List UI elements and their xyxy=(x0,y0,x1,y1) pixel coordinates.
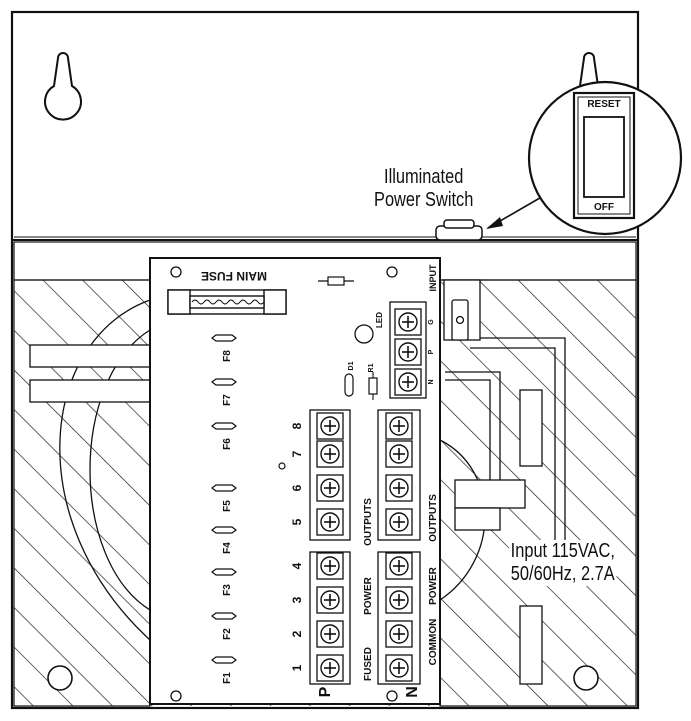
switch-terminal-tab xyxy=(443,279,481,341)
position-label: 8 xyxy=(290,422,304,429)
switch-magnifier: RESET OFF xyxy=(527,80,683,236)
common-output-label: COMMON xyxy=(428,619,439,666)
fuse-label: F4 xyxy=(222,542,233,554)
position-label: 7 xyxy=(290,450,304,457)
fuse-label: F8 xyxy=(222,350,233,362)
fused-output-terminal-8[interactable] xyxy=(316,412,344,440)
switch-callout: Illuminated Power Switch xyxy=(374,166,473,212)
fused-output-terminal-2[interactable] xyxy=(316,620,344,648)
common-terminal-block: COMMON POWER OUTPUTS xyxy=(377,409,439,685)
common-output-terminal-2[interactable] xyxy=(385,620,413,648)
fuse-label: F3 xyxy=(222,584,233,596)
mount-hole-icon xyxy=(47,665,73,691)
common-output-label: OUTPUTS xyxy=(428,494,439,542)
main-fuse-label: MAIN FUSE xyxy=(201,269,267,283)
input-terminal-label: P xyxy=(428,349,435,354)
fused-output-terminal-4[interactable] xyxy=(316,552,344,580)
board-hole-icon xyxy=(170,266,182,278)
pc-board: MAIN FUSE INPUT LED D1 R1 G P N F1 F2 F3 F4 F5… xyxy=(149,257,441,705)
input-terminal-label: G xyxy=(428,319,435,325)
diode-icon xyxy=(344,373,354,397)
fused-output-terminal-6[interactable] xyxy=(316,474,344,502)
arrowhead-icon xyxy=(486,217,503,229)
input-terminal-p[interactable] xyxy=(394,338,422,366)
fuse-f1[interactable] xyxy=(211,656,237,664)
fuse-f3[interactable] xyxy=(211,568,237,576)
common-output-terminal-5[interactable] xyxy=(385,508,413,536)
input-callout: Input 115VAC, 50/60Hz, 2.7A xyxy=(509,540,617,586)
wiring-blocks xyxy=(445,337,566,685)
led-icon xyxy=(354,324,374,344)
input-callout-line2: 50/60Hz, 2.7A xyxy=(510,563,615,585)
power-switch[interactable] xyxy=(435,219,483,241)
common-output-terminal-8[interactable] xyxy=(385,412,413,440)
fuse-column: F1 F2 F3 F4 F5 F6 F7 F8 xyxy=(211,334,237,684)
resistor-icon xyxy=(318,276,354,286)
board-hole-icon xyxy=(278,462,286,470)
fused-output-label: POWER xyxy=(363,576,374,615)
input-terminal-block: G P N xyxy=(389,301,435,399)
fused-output-label: OUTPUTS xyxy=(363,498,374,546)
fuse-label: F5 xyxy=(222,500,233,512)
fuse-f8[interactable] xyxy=(211,334,237,342)
input-label: INPUT xyxy=(428,264,438,292)
fused-output-terminal-1[interactable] xyxy=(316,654,344,682)
keyhole-slot-icon xyxy=(44,52,82,121)
led-label: LED xyxy=(375,312,384,328)
board-hole-icon xyxy=(170,690,182,702)
fused-output-terminal-7[interactable] xyxy=(316,440,344,468)
switch-callout-line1: Illuminated xyxy=(384,166,464,188)
input-terminal-g[interactable] xyxy=(394,308,422,336)
fused-output-terminal-3[interactable] xyxy=(316,586,344,614)
fuse-label: F7 xyxy=(222,394,233,406)
switch-off-label: OFF xyxy=(594,202,614,213)
common-output-terminal-1[interactable] xyxy=(385,654,413,682)
fuse-f6[interactable] xyxy=(211,422,237,430)
board-hole-icon xyxy=(386,266,398,278)
main-fuse xyxy=(167,289,287,315)
common-output-label: POWER xyxy=(428,566,439,605)
position-label: 6 xyxy=(290,484,304,491)
left-bracket xyxy=(29,344,151,403)
fuse-label: F2 xyxy=(222,628,233,640)
fuse-f5[interactable] xyxy=(211,484,237,492)
common-output-terminal-4[interactable] xyxy=(385,552,413,580)
position-label: 5 xyxy=(290,518,304,525)
position-label: 3 xyxy=(290,596,304,603)
common-output-terminal-3[interactable] xyxy=(385,586,413,614)
position-label: 2 xyxy=(290,630,304,637)
resistor-icon xyxy=(368,377,378,395)
r1-label: R1 xyxy=(368,363,375,372)
input-callout-line1: Input 115VAC, xyxy=(510,540,615,562)
p-label: P xyxy=(317,686,334,697)
mount-hole-icon xyxy=(573,665,599,691)
input-terminal-n[interactable] xyxy=(394,368,422,396)
board-hole-icon xyxy=(386,690,398,702)
input-terminal-label: N xyxy=(428,379,435,384)
common-output-terminal-7[interactable] xyxy=(385,440,413,468)
switch-callout-line2: Power Switch xyxy=(374,189,474,211)
fused-output-label: FUSED xyxy=(363,647,374,681)
switch-reset-label: RESET xyxy=(587,99,620,110)
position-label: 4 xyxy=(290,562,304,569)
common-output-terminal-6[interactable] xyxy=(385,474,413,502)
n-label: N xyxy=(404,686,421,698)
fuse-label: F1 xyxy=(222,672,233,684)
position-label: 1 xyxy=(290,664,304,671)
fuse-f2[interactable] xyxy=(211,612,237,620)
fuse-f4[interactable] xyxy=(211,526,237,534)
fuse-f7[interactable] xyxy=(211,378,237,386)
d1-label: D1 xyxy=(348,361,355,370)
fuse-label: F6 xyxy=(222,438,233,450)
fused-output-terminal-5[interactable] xyxy=(316,508,344,536)
